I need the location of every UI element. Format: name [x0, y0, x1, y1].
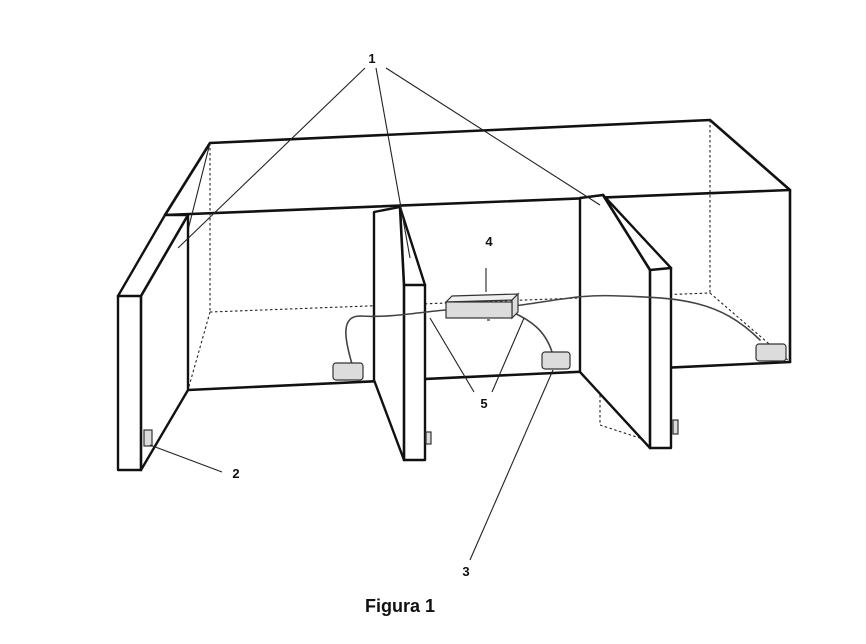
label-2: 2: [232, 466, 239, 481]
label-4: 4: [485, 234, 493, 249]
door-sensors: [143, 419, 679, 447]
door-right: [578, 193, 673, 450]
light-units: [332, 343, 787, 381]
cabinet-carcass: [163, 118, 792, 392]
leader-lines: [149, 67, 601, 561]
light-unit-middle: [541, 351, 571, 370]
door-left: [116, 213, 190, 472]
light-unit-left: [332, 362, 364, 381]
wire-right: [513, 294, 761, 341]
wire-left: [345, 309, 447, 365]
label-5: 5: [480, 396, 487, 411]
label-3: 3: [462, 564, 469, 579]
door-sensor-right: [672, 419, 679, 435]
figure-caption: Figura 1: [364, 596, 435, 616]
door-middle: [372, 205, 427, 462]
door-sensor-left: [143, 429, 153, 447]
light-unit-right: [755, 343, 787, 362]
reference-labels: 1 2 3 4 5: [232, 51, 493, 579]
label-1: 1: [368, 51, 375, 66]
cabinet-hidden-edges: [117, 120, 791, 469]
controller-box: [444, 292, 520, 320]
door-sensor-middle: [425, 431, 432, 445]
